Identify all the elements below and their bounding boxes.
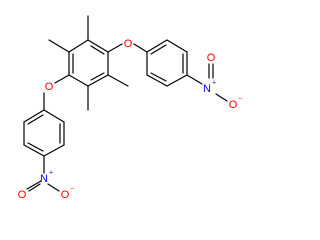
- methyl-groups: [48, 15, 129, 111]
- nitro-nitrogen-bottom: N: [40, 173, 48, 185]
- nitro-oxygen-right-top: O: [207, 52, 216, 64]
- nitro-nitrogen-right-charge: +: [212, 80, 216, 87]
- methyl-right: [107, 74, 129, 87]
- nitro-oxygen-bottom-right: O: [61, 189, 70, 201]
- bottom-phenyl-ring: [23, 109, 65, 157]
- nitro-nitrogen-bottom-charge: +: [49, 170, 53, 177]
- nitro-nitrogen-right: N: [203, 83, 211, 95]
- nitro-oxygen-bottom-left: O: [18, 189, 27, 201]
- nitro-oxygen-bottom-right-charge: −: [70, 186, 74, 193]
- nitro-oxygen-right-bottom: O: [229, 99, 238, 111]
- ether-oxygen-left: O: [45, 81, 54, 93]
- methyl-left: [48, 39, 70, 53]
- right-phenyl-ring: [146, 39, 188, 87]
- ether-bonds: [43, 43, 148, 111]
- nitro-oxygen-right-bottom-charge: −: [238, 96, 242, 103]
- central-benzene-ring: [68, 39, 109, 87]
- chemical-structure-diagram: O O N + O O − N + O O −: [18, 15, 242, 201]
- nitro-bonds: [26, 63, 228, 192]
- ether-oxygen-right: O: [124, 38, 133, 50]
- atom-labels: O O N + O O − N + O O −: [18, 38, 242, 201]
